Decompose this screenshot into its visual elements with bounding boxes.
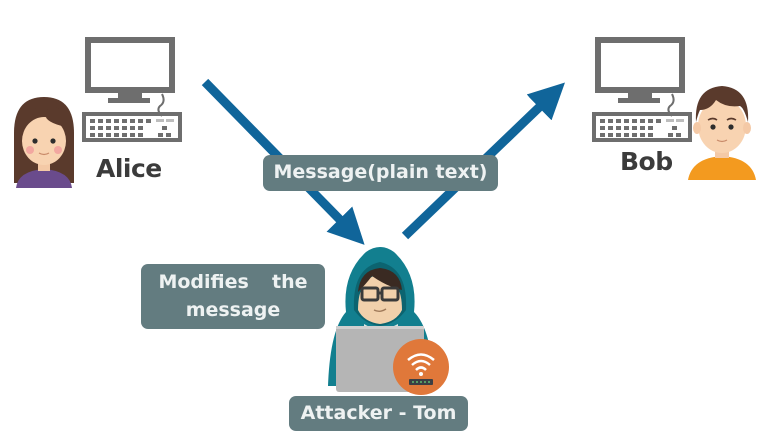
modifies-line-1: Modifies the (158, 271, 308, 293)
message-label: Message(plain text) (263, 155, 498, 191)
bob-label: Bob (620, 147, 673, 176)
alice-computer-icon (82, 37, 182, 142)
modifies-line-2: message (185, 299, 281, 321)
attacker-label: Attacker - Tom (289, 396, 468, 431)
bob-computer-icon (592, 37, 692, 142)
modifies-message-label: Modifies the message (141, 264, 325, 329)
bob-avatar-icon (688, 86, 756, 180)
wifi-router-icon (393, 339, 449, 395)
alice-avatar-icon (14, 97, 74, 188)
alice-label: Alice (96, 154, 162, 183)
